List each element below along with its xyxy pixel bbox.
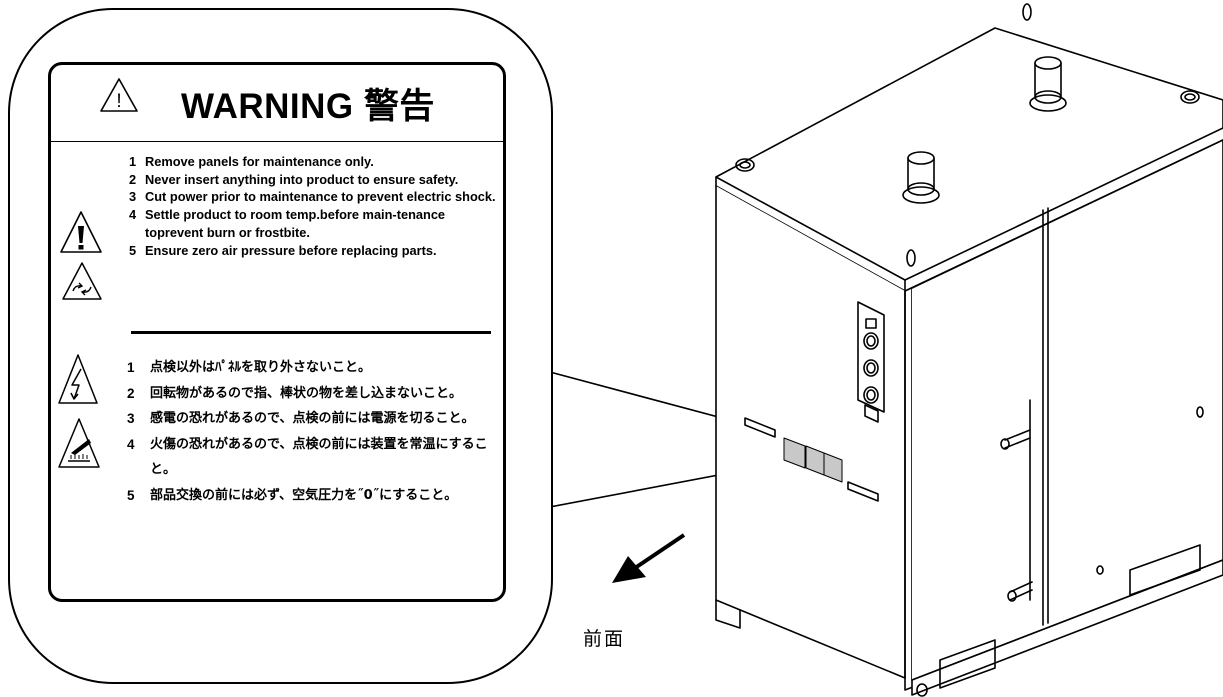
hot-surface-icon (58, 418, 100, 468)
rotating-parts-icon (62, 262, 102, 300)
cabinet (715, 3, 1223, 697)
electric-shock-icon (58, 354, 98, 404)
front-direction-arrow-icon (612, 533, 686, 583)
language-divider (131, 331, 491, 334)
label-on-unit (783, 437, 843, 483)
svg-text:!: ! (116, 91, 121, 112)
warning-triangle-icon: ! (100, 78, 138, 112)
warning-header: ! WARNING 警告 (51, 65, 503, 139)
exclamation-icon (60, 211, 102, 253)
warning-title: WARNING 警告 (181, 87, 435, 126)
front-direction-label: 前面 (583, 628, 626, 650)
header-divider (51, 141, 503, 142)
